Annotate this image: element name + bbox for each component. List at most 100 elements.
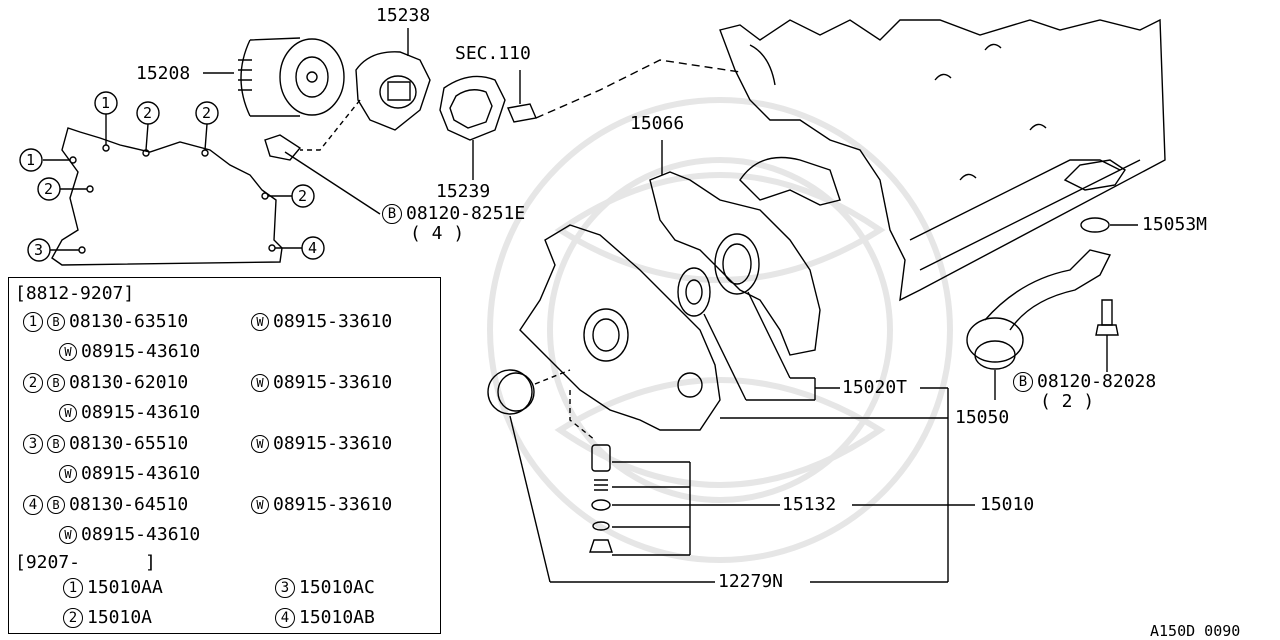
gasket-marker-3: 3 bbox=[34, 241, 44, 259]
callout-bolt-filter-qty: ( 4 ) bbox=[410, 223, 465, 244]
watermark-logo bbox=[487, 97, 953, 563]
front-cover-gasket bbox=[649, 140, 821, 356]
legend-index: 1 bbox=[23, 312, 43, 332]
strainer-bolt-part: 08120-82028 bbox=[1037, 371, 1157, 392]
washer-symbol: W bbox=[251, 435, 269, 453]
legend-index: 4 bbox=[275, 608, 295, 628]
legend-part-number: 15010A bbox=[87, 607, 153, 628]
legend-bolt-part: 08130-62010 bbox=[69, 372, 189, 393]
legend-index: 4 bbox=[23, 495, 43, 515]
washer-symbol: W bbox=[59, 526, 77, 544]
callout-regulator-set: 15132 bbox=[782, 494, 837, 515]
legend-index: 3 bbox=[275, 578, 295, 598]
washer-symbol: W bbox=[251, 496, 269, 514]
callout-pump-assembly: 15010 bbox=[980, 494, 1035, 515]
callout-strainer: 15050 bbox=[955, 407, 1010, 428]
gasket-marker-2d: 2 bbox=[298, 187, 308, 205]
bolt-symbol: B bbox=[382, 204, 402, 224]
callout-front-cover-gasket: 15066 bbox=[630, 113, 685, 134]
bolt-symbol: B bbox=[47, 435, 65, 453]
engine-block bbox=[719, 18, 1166, 302]
washer-symbol: W bbox=[59, 343, 77, 361]
gasket-marker-1a: 1 bbox=[26, 151, 36, 169]
legend-washer-part: 08915-43610 bbox=[81, 341, 201, 362]
strainer-bolt bbox=[1095, 299, 1119, 372]
legend-index: 2 bbox=[23, 373, 43, 393]
oil-strainer bbox=[966, 217, 1138, 400]
callout-strainer-bolt-qty: ( 2 ) bbox=[1040, 391, 1095, 412]
callout-oil-filter: 15208 bbox=[136, 63, 191, 84]
legend-period-1: [8812-9207] bbox=[15, 283, 135, 304]
legend-part-number: 15010AC bbox=[299, 577, 375, 598]
legend-index: 3 bbox=[23, 434, 43, 454]
bolt-symbol: B bbox=[47, 313, 65, 331]
legend-index: 1 bbox=[63, 578, 83, 598]
callout-strainer-oring: 15053M bbox=[1142, 214, 1208, 235]
gasket-marker-4: 4 bbox=[308, 239, 318, 257]
leader-lines bbox=[720, 377, 975, 583]
washer-symbol: W bbox=[59, 404, 77, 422]
legend-part-number: 15010AA bbox=[87, 577, 163, 598]
legend-washer-part: 08915-43610 bbox=[81, 463, 201, 484]
legend-washer-part: 08915-33610 bbox=[273, 372, 393, 393]
oil-pump-body bbox=[519, 224, 721, 441]
pressure-switch bbox=[507, 59, 741, 123]
legend-washer-part: 08915-43610 bbox=[81, 524, 201, 545]
gasket-marker-1b: 1 bbox=[101, 94, 111, 112]
legend-washer-part: 08915-33610 bbox=[273, 311, 393, 332]
oil-seal bbox=[487, 369, 715, 583]
gasket-marker-2b: 2 bbox=[202, 104, 212, 122]
legend-washer-part: 08915-33610 bbox=[273, 494, 393, 515]
bolt-filter-part: 08120-8251E bbox=[406, 203, 526, 224]
regulator-parts bbox=[589, 444, 780, 556]
diagram-code: A150D 0090 bbox=[1150, 622, 1241, 640]
bolt-symbol: B bbox=[47, 496, 65, 514]
gasket-marker-2c: 2 bbox=[44, 180, 54, 198]
callout-section-ref: SEC.110 bbox=[455, 43, 531, 64]
gasket-marker-2a: 2 bbox=[143, 104, 153, 122]
oil-filter bbox=[203, 37, 345, 117]
gasket-marker-circles bbox=[19, 91, 325, 262]
washer-symbol: W bbox=[251, 313, 269, 331]
legend-part-number: 15010AB bbox=[299, 607, 375, 628]
washer-symbol: W bbox=[251, 374, 269, 392]
bracket-bolt bbox=[264, 134, 381, 215]
outer-gear bbox=[714, 233, 791, 379]
legend-washer-part: 08915-33610 bbox=[273, 433, 393, 454]
callout-pump-gear-set: 15020T bbox=[842, 377, 908, 398]
bolt-symbol: B bbox=[1013, 372, 1033, 392]
legend-washer-part: 08915-43610 bbox=[81, 402, 201, 423]
filter-bracket bbox=[300, 28, 431, 151]
bolt-symbol: B bbox=[47, 374, 65, 392]
callout-gasket-bracket: 15239 bbox=[436, 181, 491, 202]
legend-period-2: [9207- ] bbox=[15, 552, 156, 573]
legend-bolt-part: 08130-65510 bbox=[69, 433, 189, 454]
bracket-gasket bbox=[439, 75, 506, 180]
inner-gear bbox=[677, 267, 747, 401]
legend-index: 2 bbox=[63, 608, 83, 628]
front-gasket-outline bbox=[43, 114, 302, 266]
legend-bolt-part: 08130-63510 bbox=[69, 311, 189, 332]
legend-bolt-part: 08130-64510 bbox=[69, 494, 189, 515]
callout-filter-bracket: 15238 bbox=[376, 5, 431, 26]
